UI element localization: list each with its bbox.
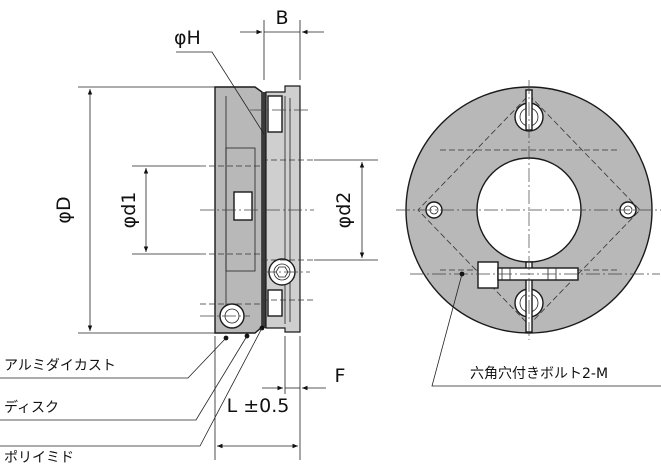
disk-label: ディスク xyxy=(4,399,59,416)
phi-d1-label: φd1 xyxy=(118,192,140,229)
polyimide-label: ポリイミド xyxy=(4,450,74,466)
phi-h-label: φH xyxy=(174,27,201,49)
phi-d-label: φD xyxy=(53,196,75,223)
f-label: F xyxy=(335,365,346,387)
hub-bolt-bottom xyxy=(267,289,283,317)
aluminum-die-cast-label: アルミダイカスト xyxy=(4,358,116,374)
phi-d2-label: φd2 xyxy=(333,192,355,229)
hub-bolt-top xyxy=(267,95,283,133)
side-view: φD φd1 φd2 B φH L ±0.5 F xyxy=(0,7,378,466)
front-view: 六角穴付きボルト2-M xyxy=(396,80,661,387)
clamp-bolt-head xyxy=(477,261,499,289)
l-label: L ±0.5 xyxy=(227,395,290,417)
hex-bolt-label: 六角穴付きボルト2-M xyxy=(470,366,608,382)
key-block xyxy=(233,191,253,221)
disk-plate xyxy=(262,92,266,328)
b-label: B xyxy=(275,7,288,29)
